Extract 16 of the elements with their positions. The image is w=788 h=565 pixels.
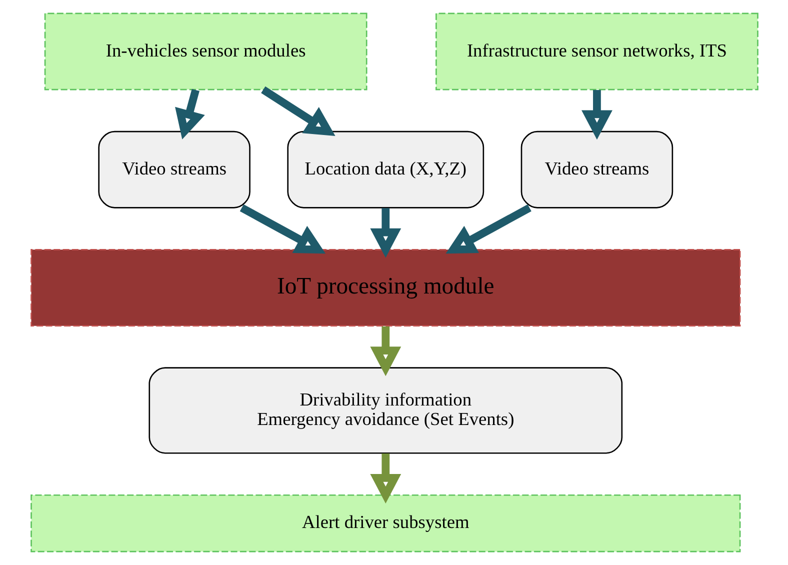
node-box: Infrastructure sensor networks, ITS — [435, 12, 758, 90]
arrow — [581, 90, 612, 140]
node-box: IoT processing module — [30, 249, 740, 326]
arrow — [174, 88, 204, 140]
arrow — [239, 204, 326, 254]
node-box: Alert driver subsystem — [30, 494, 740, 552]
node-box: In-vehicles sensor modules — [44, 12, 367, 90]
node-box: Video streams — [98, 130, 250, 208]
node-box: Location data (X,Y,Z) — [286, 130, 484, 208]
node-box: Video streams — [520, 130, 673, 208]
arrow — [370, 208, 401, 258]
node-box: Drivability information Emergency avoidance (Set Events) — [148, 367, 622, 454]
arrow — [370, 453, 401, 504]
arrow — [260, 86, 335, 136]
arrow — [445, 204, 531, 254]
arrow — [370, 326, 401, 376]
